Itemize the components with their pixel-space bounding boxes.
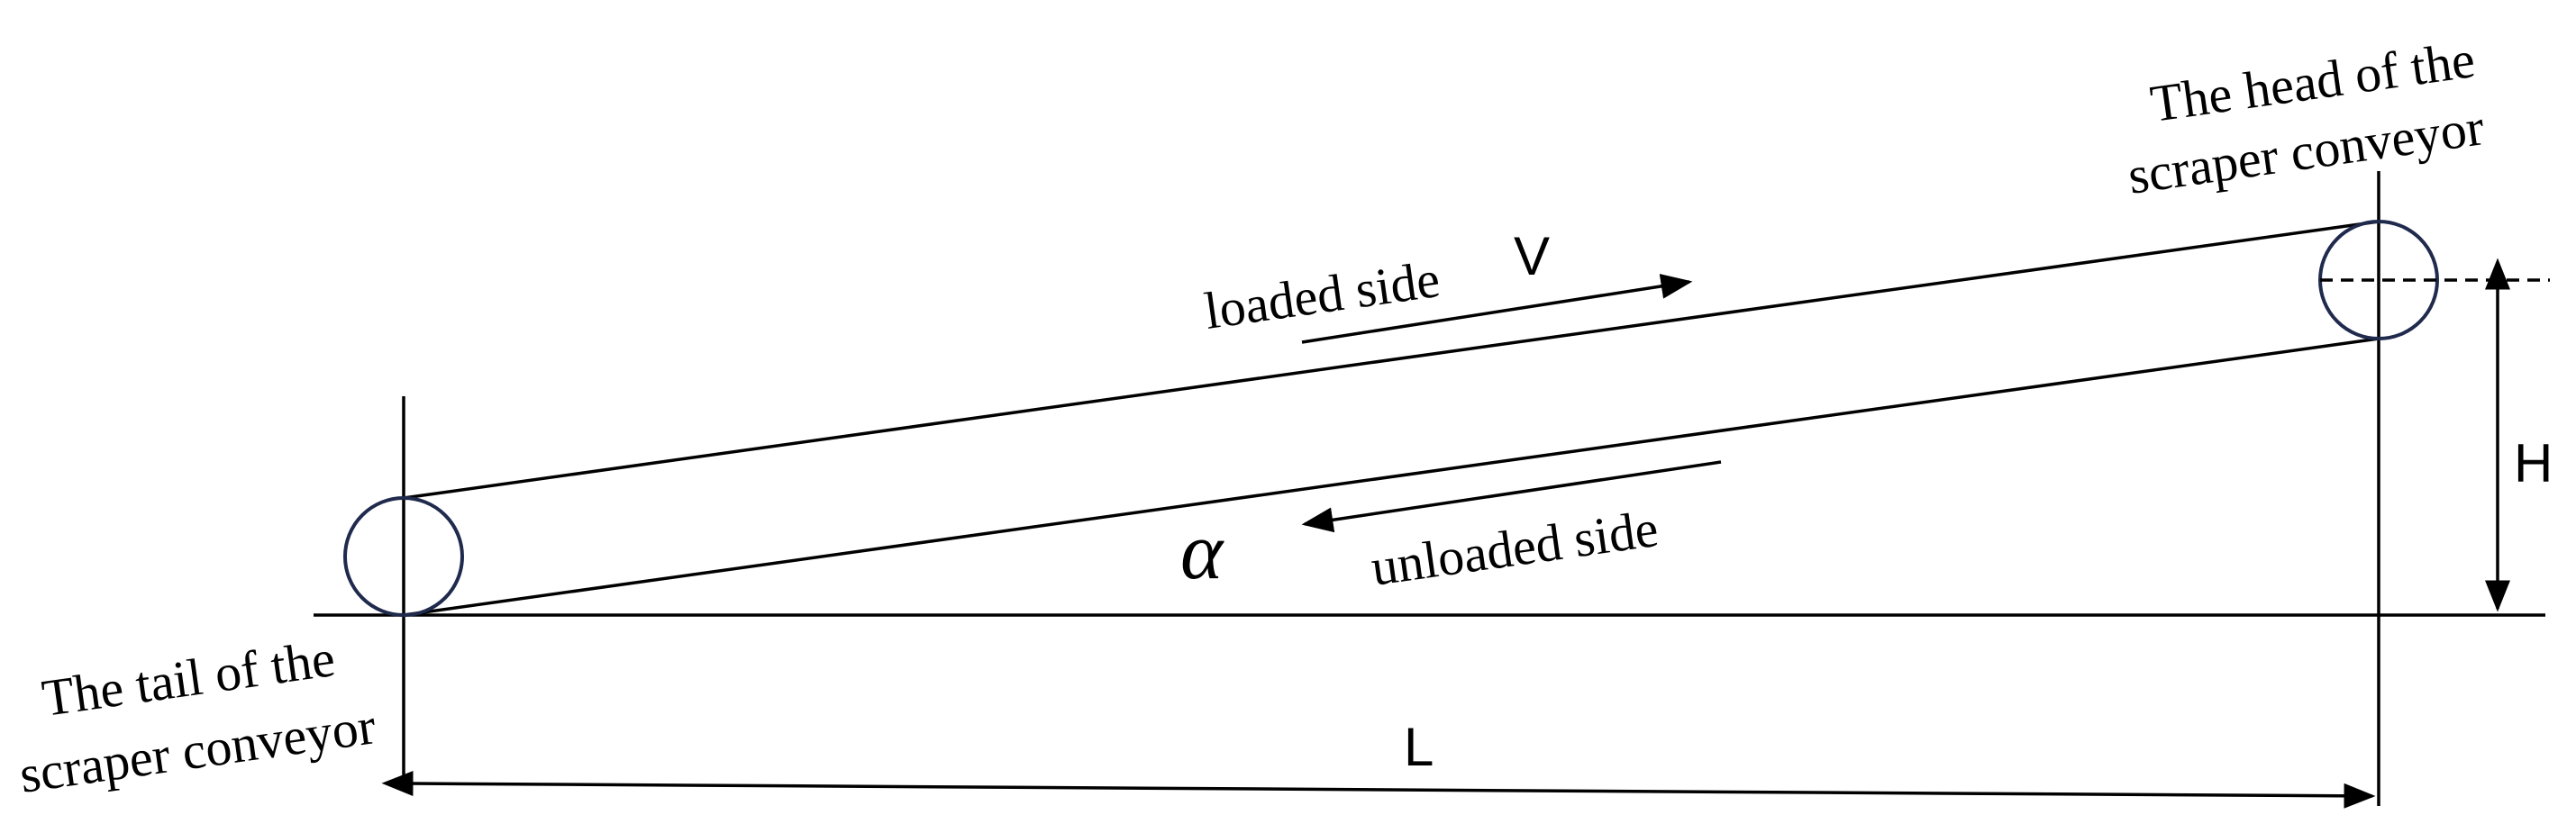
loaded-direction-arrow (1301, 274, 1693, 344)
unloaded-side-belt (403, 337, 2380, 617)
tail-pulley (343, 496, 464, 617)
length-dimension-arrow (381, 771, 2376, 809)
angle-alpha-label: α (1180, 507, 1224, 596)
height-label: H (2514, 433, 2553, 493)
unloaded-side-label: unloaded side (1368, 499, 1661, 597)
velocity-label: V (1514, 226, 1550, 286)
unloaded-direction-arrow (1301, 460, 1722, 533)
loaded-side-belt (403, 220, 2380, 500)
length-label: L (1404, 717, 1434, 777)
